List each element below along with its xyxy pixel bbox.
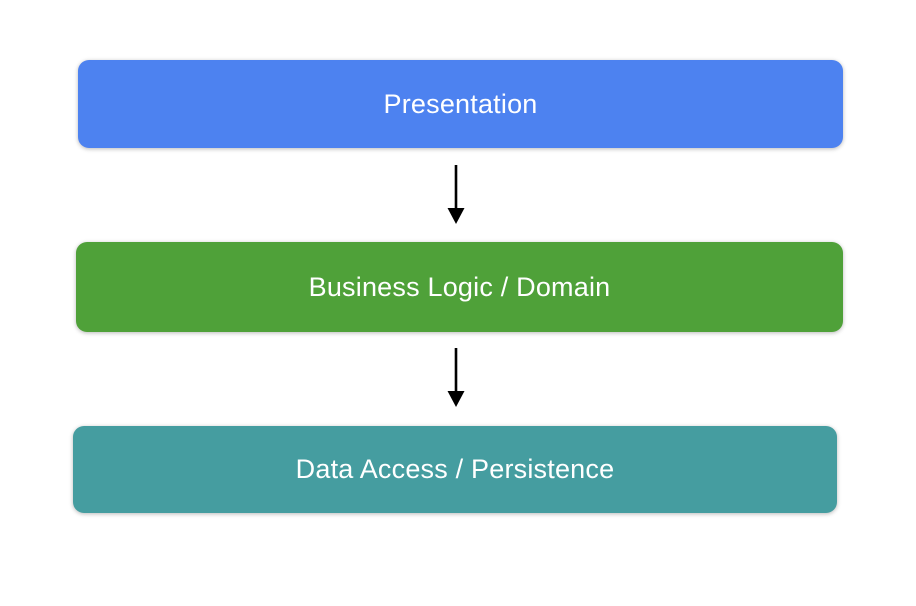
layer-label-data-access: Data Access / Persistence [295,454,615,484]
down-arrow-icon [447,165,465,224]
layer-box-data-access: Data Access / Persistence [73,426,837,513]
layer-box-presentation: Presentation [78,60,843,148]
down-arrow-icon [447,348,465,407]
layer-label-business-logic: Business Logic / Domain [308,271,611,302]
layer-box-business-logic: Business Logic / Domain [76,242,843,332]
layer-label-presentation: Presentation [383,88,538,119]
